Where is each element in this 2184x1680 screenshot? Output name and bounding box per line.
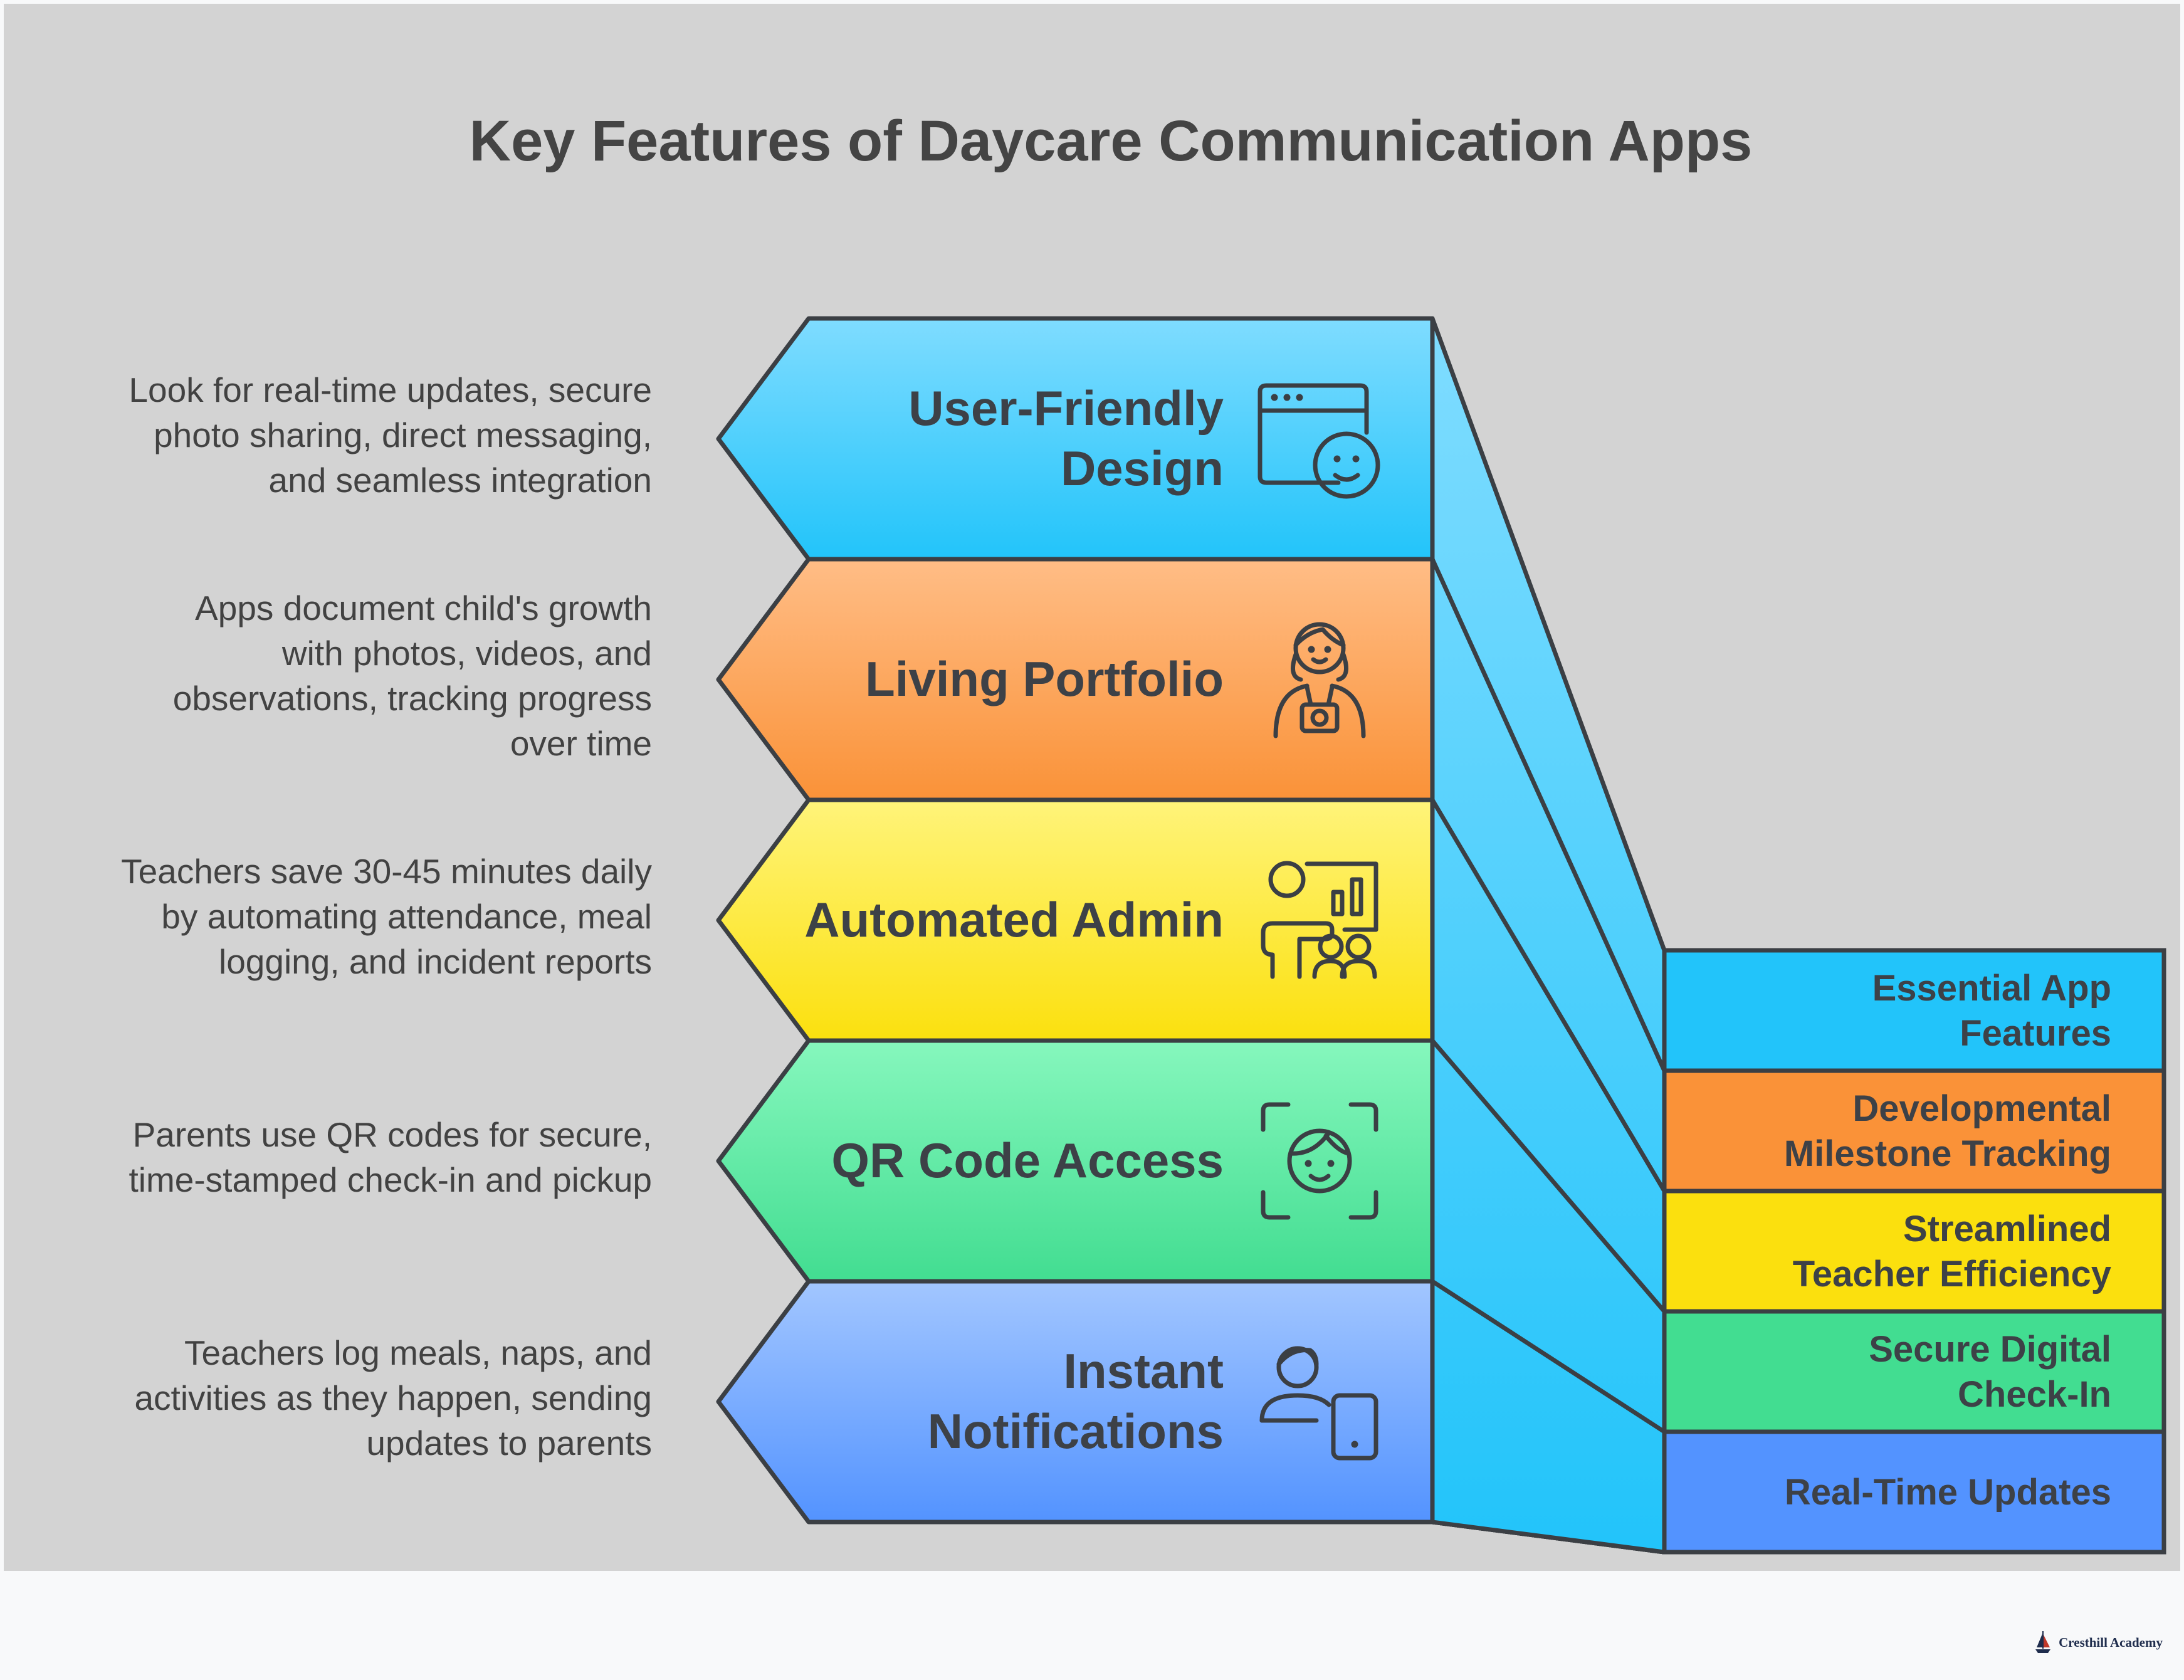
outcome-label: Real-Time Updates <box>1785 1472 2111 1513</box>
outcome-box-5: Real-Time Updates <box>1662 1429 2166 1555</box>
feature-description-3: Teachers save 30-45 minutes daily by aut… <box>121 852 652 981</box>
child-camera-icon <box>1273 622 1366 738</box>
feature-step-3: Automated Admin <box>716 797 1435 1043</box>
diagram-title: Key Features of Daycare Communication Ap… <box>470 109 1753 173</box>
feature-chevron-5 <box>716 1279 1435 1525</box>
person-phone-icon <box>1259 1346 1378 1461</box>
feature-description-1: Look for real-time updates, secure photo… <box>129 370 652 500</box>
feature-label: QR Code Access <box>831 1133 1224 1188</box>
brand-name: Cresthill Academy <box>2059 1634 2163 1650</box>
browser-smiley-icon <box>1257 383 1380 499</box>
feature-label: Automated Admin <box>804 892 1224 947</box>
teacher-presentation-icon <box>1261 861 1378 979</box>
feature-description-2: Apps document child's growth with photos… <box>172 589 652 763</box>
feature-description-4: Parents use QR codes for secure, time-st… <box>129 1115 652 1199</box>
face-scan-icon <box>1261 1102 1378 1220</box>
feature-label: Living Portfolio <box>865 651 1224 706</box>
sailboat-logo-icon <box>2035 1631 2051 1653</box>
feature-description-5: Teachers log meals, naps, and activities… <box>134 1333 652 1462</box>
feature-step-4: QR Code Access <box>716 1038 1435 1284</box>
feature-chevron-1 <box>716 316 1435 562</box>
brand-footer: Cresthill Academy <box>2034 1630 2163 1655</box>
feature-step-2: Living Portfolio <box>716 557 1435 802</box>
